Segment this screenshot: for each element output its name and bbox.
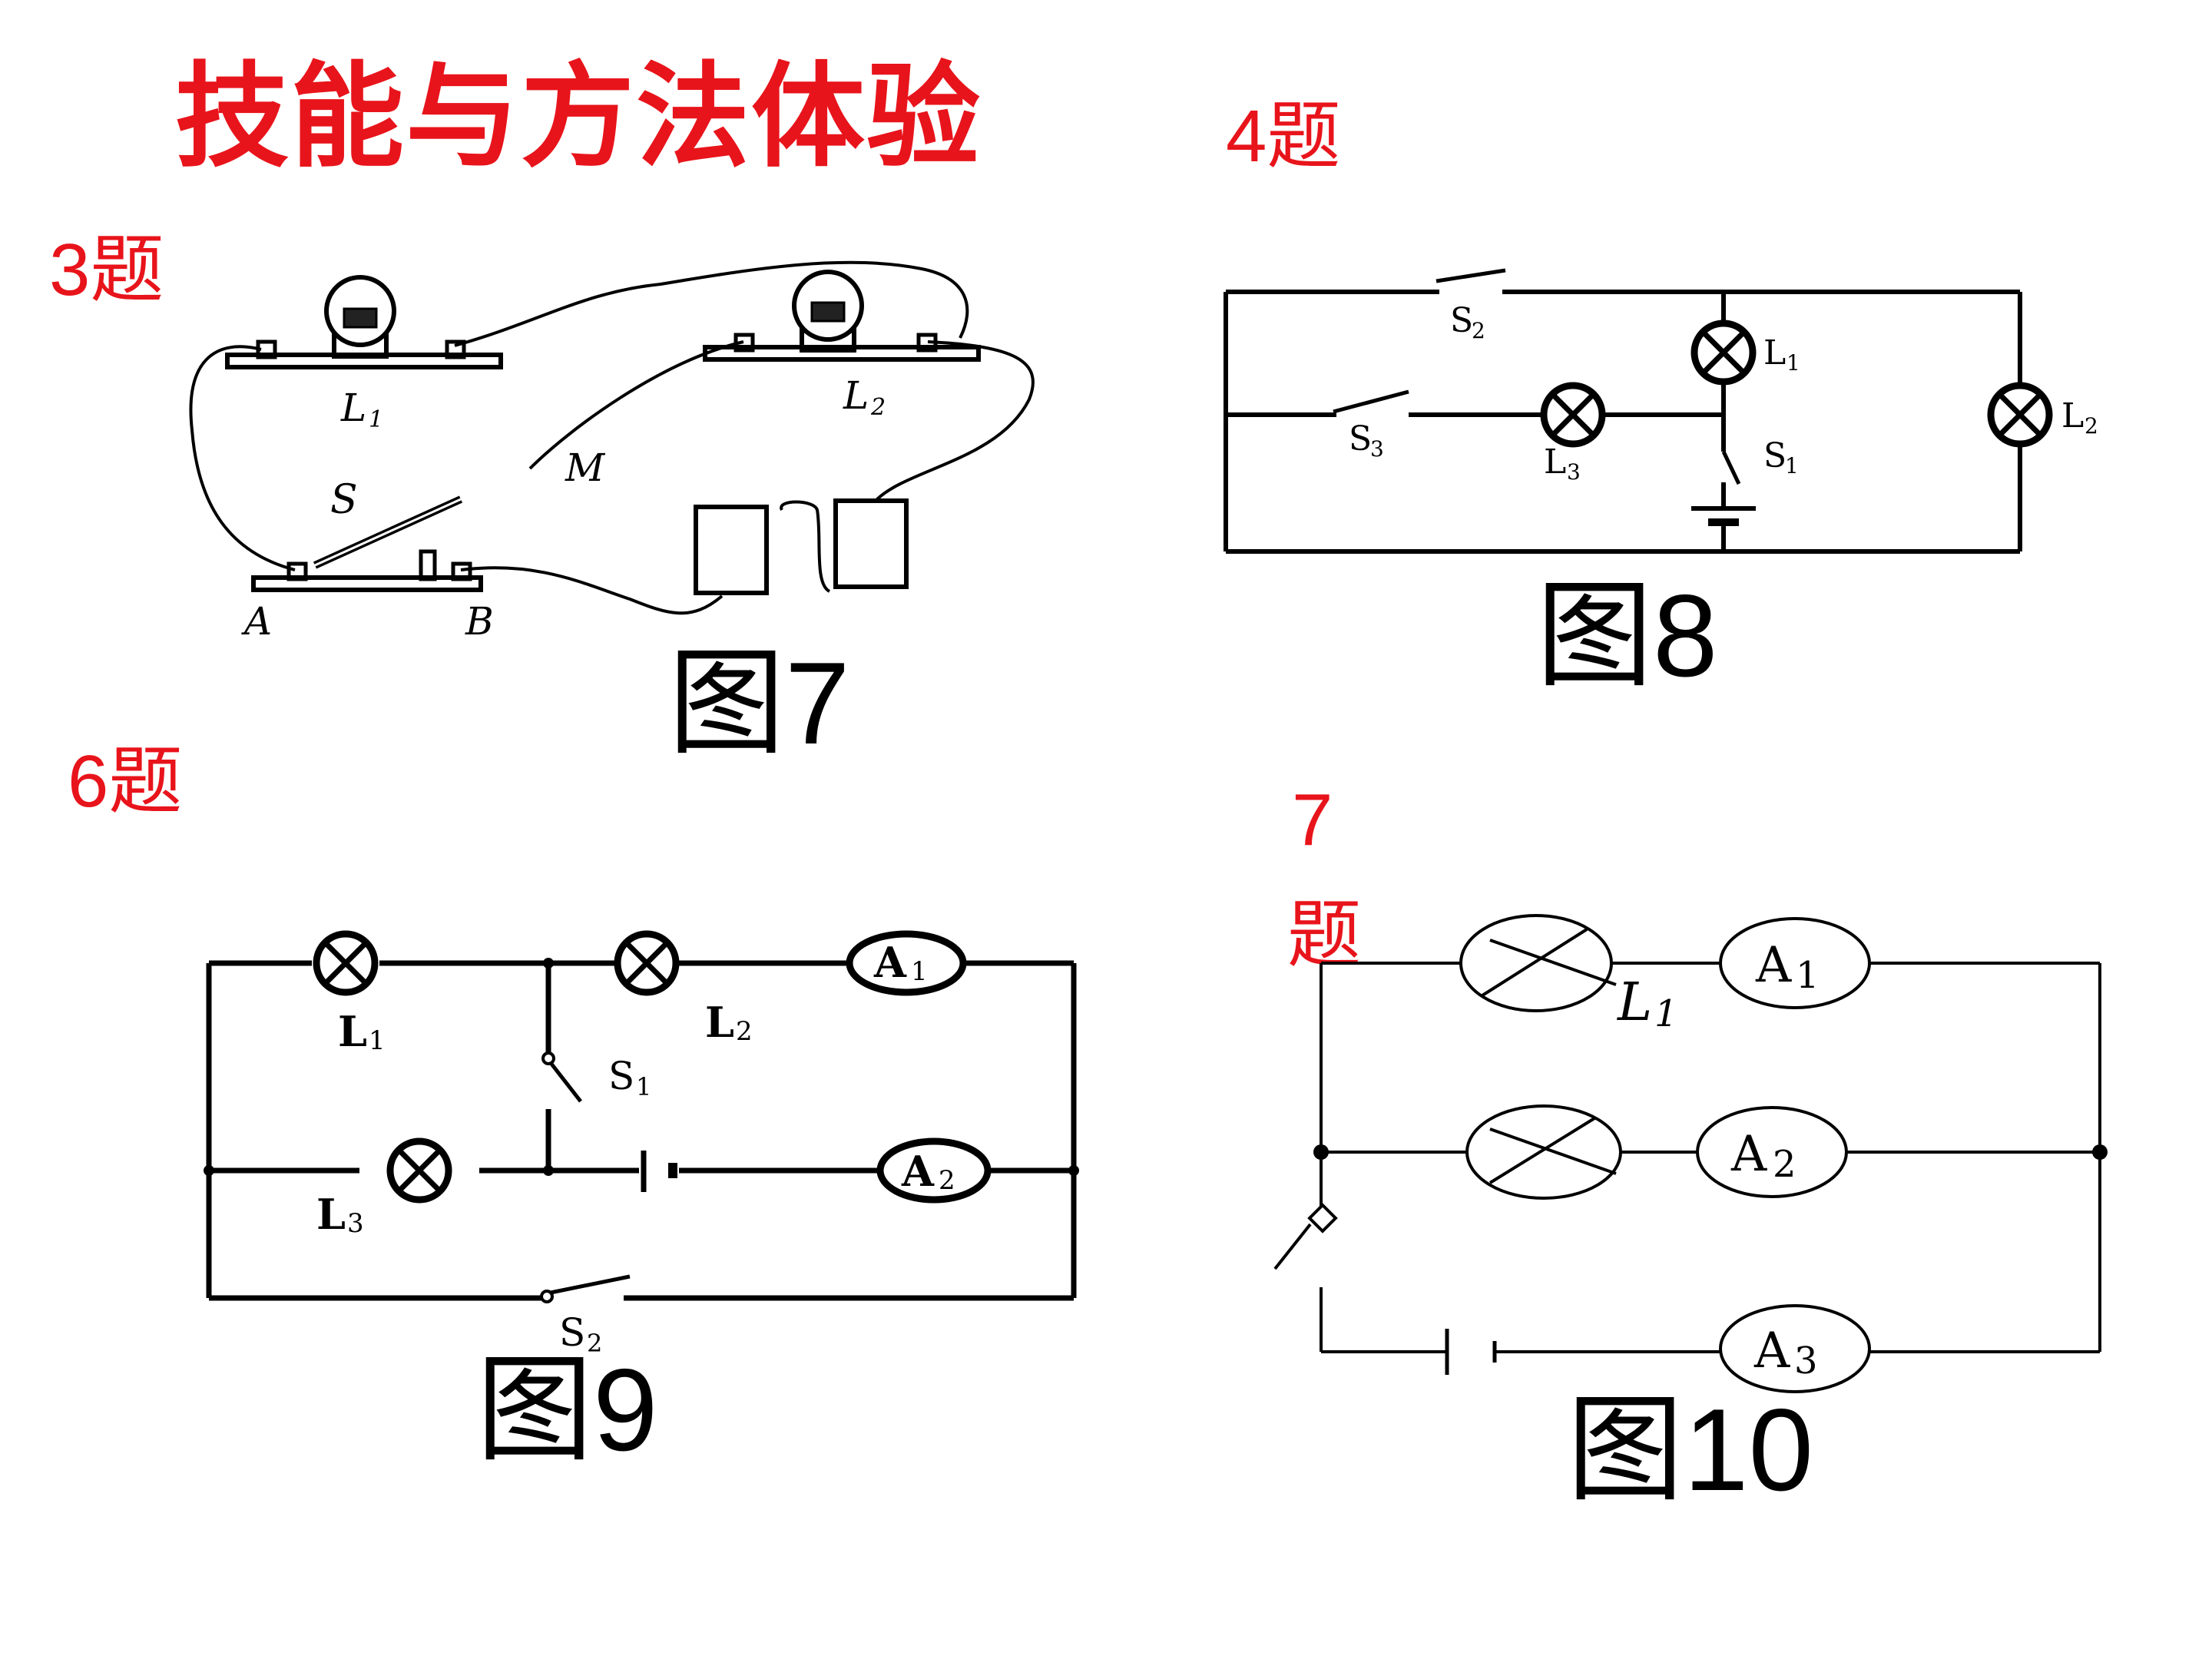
figure-10-caption: 图10 [1567,1385,1814,1515]
fig9-lamp-l1 [316,934,375,992]
fig9-junction-right [1068,1165,1079,1176]
fig10-lamp-l1 [1459,914,1617,1012]
figure-9-caption: 图9 [476,1345,658,1475]
fig9-label-l2-sub: 2 [736,1016,753,1047]
lamp-l2-holder [703,270,981,362]
fig10-ammeter-a1: A 1 [1719,917,1871,1009]
question-7-number: 7 [1292,779,1333,861]
fig9-label-s1-sub: 1 [636,1072,651,1101]
fig8-lamp-l1 [1694,323,1753,382]
fig7-label-l1: L [340,386,366,430]
fig7-label-l2: L [843,373,869,418]
fig10-label-a3: A [1753,1323,1790,1379]
fig8-label-l1: L [1763,333,1786,373]
fig10-label-a2: A [1730,1126,1767,1183]
fig8-label-s1: S [1763,436,1786,475]
fig9-label-s2: S [559,1310,585,1355]
fig10-ammeter-a2: A 2 [1696,1106,1848,1198]
fig9-label-a2: A [901,1147,935,1196]
figure-8-caption: 图8 [1536,571,1718,701]
battery-left [694,505,769,595]
figure-7-diagram [189,260,1035,615]
question-7-char: 题 [1287,894,1361,976]
fig9-label-l1: L [338,1007,367,1056]
fig9-s2-pivot [540,1290,554,1303]
fig10-junction-right [2092,1144,2108,1160]
figure-8-diagram [1224,268,2022,554]
fig8-label-l3-sub: 3 [1567,459,1581,485]
fig9-s1-pivot [541,1051,555,1065]
fig9-lamp-l2 [618,934,676,992]
question-3-label: 3题 [49,229,164,311]
figure-9-diagram [206,960,1077,1301]
fig8-label-l2-sub: 2 [2085,413,2098,439]
fig10-label-a3-sub: 3 [1794,1339,1818,1382]
fig9-junction-top [543,958,554,969]
fig7-label-b: B [465,599,494,644]
fig9-label-l1-sub: 1 [369,1025,386,1056]
fig8-label-s2-sub: 2 [1472,318,1485,343]
fig10-label-a1-sub: 1 [1796,954,1820,997]
fig7-label-l1-sub: 1 [369,406,383,433]
lamp-l1-holder [225,275,503,369]
fig10-switch-contact [1307,1203,1338,1233]
fig7-label-l2-sub: 2 [870,394,886,421]
fig9-label-l3: L [316,1190,346,1239]
page-title: 技能与方法体验 [175,51,982,183]
fig9-label-a1-sub: 1 [911,956,928,987]
fig10-ammeter-a3: A 3 [1719,1304,1871,1393]
fig8-lamp-l2 [1991,386,2049,444]
fig10-label-a1: A [1755,937,1792,994]
figure-10-diagram [1273,962,2101,1375]
fig9-label-l2: L [705,998,734,1047]
fig7-label-s: S [330,477,358,523]
fig9-ammeter-a1: A 1 [846,930,967,996]
fig8-label-l2: L [2061,396,2084,435]
question-4-label: 4题 [1226,95,1341,177]
fig9-label-a1: A [873,938,907,987]
fig9-label-a2-sub: 2 [939,1165,955,1196]
fig8-label-l1-sub: 1 [1786,350,1800,376]
fig7-label-m: M [565,445,606,490]
fig9-label-s1: S [608,1054,634,1098]
question-6-label: 6题 [68,740,183,823]
fig8-label-l3: L [1544,442,1566,482]
figure-7-caption: 图7 [668,638,850,769]
fig8-label-s1-sub: 1 [1785,453,1799,478]
fig10-label-l1-sub: 1 [1654,992,1678,1035]
fig9-label-l3-sub: 3 [347,1208,364,1239]
fig8-label-s2: S [1450,301,1473,340]
fig7-label-a: A [241,599,272,644]
fig10-label-a2-sub: 2 [1773,1143,1796,1186]
fig8-label-s3-sub: 3 [1370,436,1384,462]
fig8-label-s3: S [1349,419,1372,459]
fig9-junction-left [204,1165,214,1176]
fig8-lamp-l3 [1544,386,1602,444]
fig9-ammeter-a2: A 2 [876,1137,992,1204]
fig10-junction-left [1313,1144,1329,1160]
fig9-lamp-l3 [390,1141,449,1200]
fig9-junction-mid [543,1165,554,1176]
fig10-lamp-l2 [1465,1104,1622,1200]
fig9-label-s2-sub: 2 [587,1329,602,1358]
fig10-label-l1: L [1616,972,1652,1033]
battery-right [833,498,909,589]
switch-s-base [251,495,483,592]
